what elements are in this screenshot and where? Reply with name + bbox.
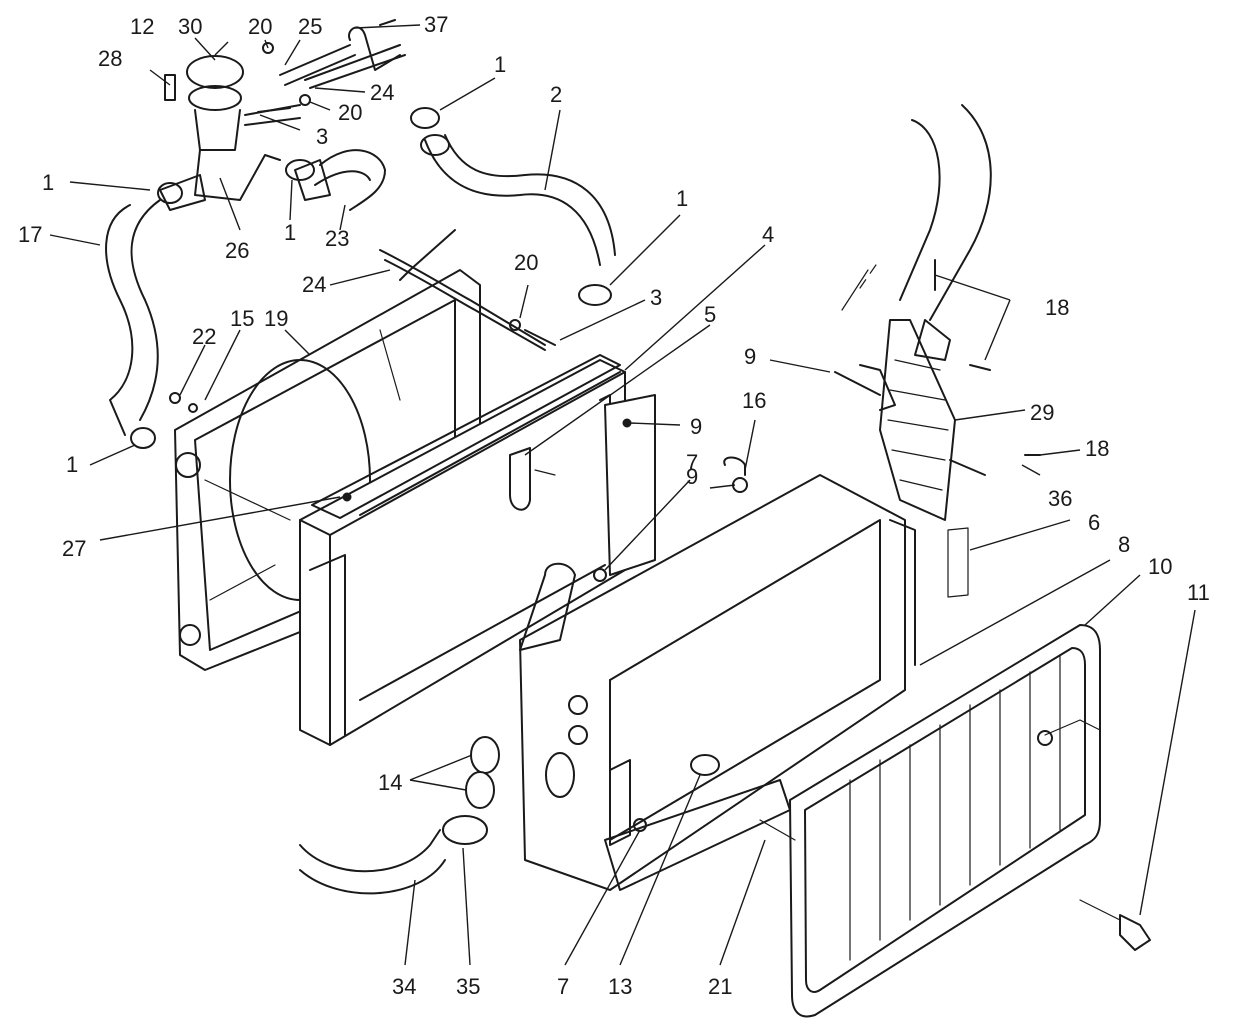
callout-12: 12: [130, 14, 154, 39]
fasteners: [164, 42, 1053, 841]
callout-10: 10: [1148, 554, 1172, 579]
bracket: [509, 447, 556, 511]
callout-30: 30: [178, 14, 202, 39]
callout-1: 1: [66, 452, 78, 477]
callout-17: 17: [18, 222, 42, 247]
leader-lines: [49, 24, 1196, 966]
callout-19: 19: [264, 306, 288, 331]
callout-24: 24: [302, 272, 326, 297]
callout-1: 1: [676, 186, 688, 211]
callout-1: 1: [42, 170, 54, 195]
callout-20: 20: [248, 14, 272, 39]
callout-1: 1: [284, 220, 296, 245]
callout-14: 14: [378, 770, 402, 795]
hose-clamps: [130, 107, 720, 845]
radiator-core: [299, 354, 626, 746]
callout-1: 1: [494, 52, 506, 77]
callout-23: 23: [325, 226, 349, 251]
callout-7: 7: [557, 974, 569, 999]
callout-18: 18: [1045, 295, 1069, 320]
callout-25: 25: [298, 14, 322, 39]
callout-8: 8: [1118, 532, 1130, 557]
callout-26: 26: [225, 238, 249, 263]
front-grille: [789, 624, 1101, 1018]
callout-4: 4: [762, 222, 774, 247]
callout-11: 11: [1187, 580, 1210, 605]
upper-hoses: [105, 134, 616, 436]
filler-neck-assembly: [159, 55, 301, 211]
callout-15: 15: [230, 306, 254, 331]
callout-27: 27: [62, 536, 86, 561]
mounting-plate: [859, 259, 1041, 521]
frame-rails: [841, 104, 992, 321]
callout-20: 20: [338, 100, 362, 125]
callout-16: 16: [742, 388, 766, 413]
callout-28: 28: [98, 46, 122, 71]
callout-36: 36: [1048, 486, 1072, 511]
plugs: [465, 736, 575, 809]
foam-strip: [947, 527, 969, 598]
callout-13: 13: [608, 974, 632, 999]
callout-22: 22: [192, 324, 216, 349]
callout-9: 9: [690, 414, 702, 439]
callout-6: 6: [1088, 510, 1100, 535]
callout-3: 3: [650, 285, 662, 310]
callout-3: 3: [316, 124, 328, 149]
callout-labels: 12 30 20 25 37 28 1 2 24 20 3 1 17 26 1 …: [18, 12, 1210, 999]
callout-24: 24: [370, 80, 394, 105]
callout-37: 37: [424, 12, 448, 37]
latch: [1079, 899, 1151, 951]
callout-9: 9: [744, 344, 756, 369]
callout-18: 18: [1085, 436, 1109, 461]
callout-9: 9: [686, 464, 698, 489]
callout-34: 34: [392, 974, 416, 999]
callout-2: 2: [550, 82, 562, 107]
lower-hose: [299, 829, 446, 895]
callout-29: 29: [1030, 400, 1054, 425]
callout-5: 5: [704, 302, 716, 327]
callout-20: 20: [514, 250, 538, 275]
callout-21: 21: [708, 974, 732, 999]
callout-7: 7: [686, 450, 698, 475]
overflow-tubes: [279, 19, 546, 351]
callout-35: 35: [456, 974, 480, 999]
